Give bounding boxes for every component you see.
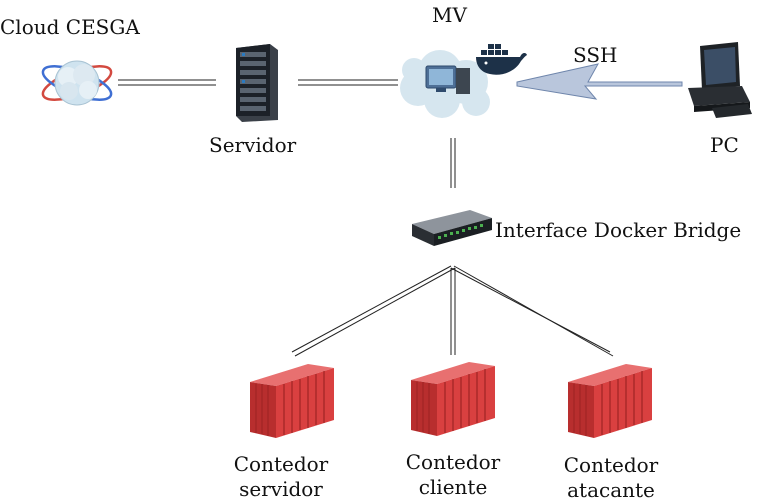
ssh-lightning-bolt [516, 63, 683, 100]
shipping-container-icon [411, 362, 495, 436]
virtual-machine-cloud-icon [400, 50, 490, 118]
cloud-node[interactable] [36, 50, 118, 120]
link-bridge-containers [291, 265, 614, 357]
link-server-vm [298, 79, 398, 86]
server-node[interactable] [232, 42, 280, 126]
network-switch-icon [412, 210, 492, 246]
container-servidor-line2: servidor [239, 477, 323, 501]
container-atacante-node[interactable] [566, 362, 654, 444]
container-cliente-line2: cliente [418, 475, 488, 499]
ssh-label: SSH [573, 43, 618, 67]
cloud-label: Cloud CESGA [0, 15, 140, 39]
container-servidor-label: Contedor servidor [224, 453, 338, 500]
container-cliente-label: Contedor cliente [395, 451, 511, 498]
pc-node[interactable] [684, 42, 754, 124]
container-atacante-line2: atacante [567, 478, 655, 502]
bridge-node[interactable] [410, 206, 494, 254]
pc-label: PC [710, 133, 739, 157]
shipping-container-icon [250, 364, 334, 438]
container-servidor-node[interactable] [248, 362, 336, 444]
container-servidor-line1: Contedor [233, 452, 329, 476]
desktop-computer-icon [688, 42, 752, 118]
server-rack-icon [236, 44, 278, 122]
link-vm-bridge [450, 138, 456, 188]
vm-label: MV [432, 3, 467, 27]
link-cloud-server [118, 79, 216, 86]
container-cliente-node[interactable] [409, 360, 497, 442]
cloud-globe-icon [41, 60, 113, 106]
docker-whale-icon [476, 44, 527, 75]
shipping-container-icon [568, 364, 652, 438]
container-atacante-line1: Contedor [563, 453, 659, 477]
container-cliente-line1: Contedor [405, 450, 501, 474]
bridge-label: Interface Docker Bridge [495, 218, 742, 242]
vm-node[interactable] [396, 38, 528, 126]
container-atacante-label: Contedor atacante [553, 454, 669, 501]
server-label: Servidor [209, 133, 297, 157]
